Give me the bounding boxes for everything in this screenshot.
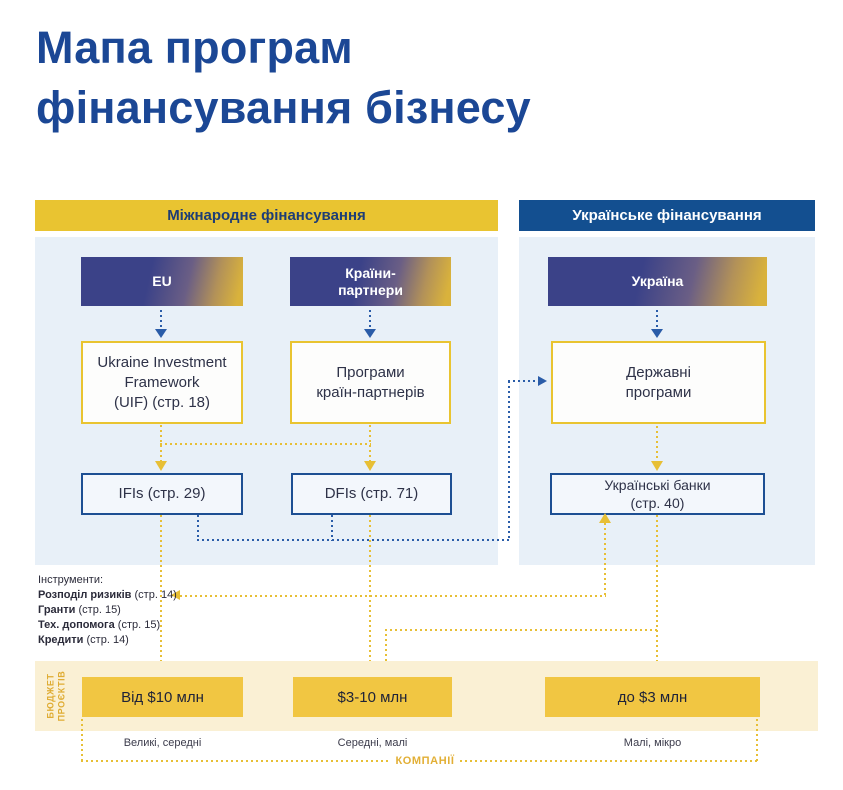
instrument-name: Тех. допомога: [38, 619, 115, 631]
connector-dfis-down-line: [331, 515, 333, 541]
connector-ifis-down-line: [197, 515, 199, 541]
connector-programs-dfis-arrow: [364, 461, 376, 471]
instrument-page: (стр. 14): [134, 589, 177, 601]
instrument-item: Кредити (стр. 14): [38, 633, 248, 648]
connector-companies-right-horizontal: [460, 760, 758, 762]
instrument-item: Гранти (стр. 15): [38, 603, 248, 618]
diagram-title: Мапа програм фінансування бізнесу: [36, 22, 531, 133]
connector-companies-left-vertical: [81, 719, 83, 762]
program-box-uif: Ukraine Investment Framework (UIF) (стр.…: [81, 341, 243, 424]
budget-box-large: Від $10 млн: [82, 677, 243, 717]
connector-banks-up-arrow: [599, 513, 611, 523]
instrument-item: Тех. допомога (стр. 15): [38, 618, 248, 633]
connector-banks-budget-small-line: [656, 515, 658, 663]
instruments-list: Інструменти: Розподіл ризиків (стр. 14) …: [38, 573, 248, 648]
connector-ukraine-state-arrow: [651, 329, 663, 338]
connector-eu-uif-arrow: [155, 329, 167, 338]
connector-to-state-horizontal: [508, 380, 538, 382]
source-box-ukraine: Україна: [548, 257, 767, 306]
instrument-page: (стр. 14): [86, 634, 129, 646]
connector-to-state-vertical: [508, 381, 510, 541]
instrument-item: Розподіл ризиків (стр. 14): [38, 588, 248, 603]
section-header-ukrainian: Українське фінансування: [519, 200, 815, 231]
connector-eu-uif-line: [160, 310, 162, 329]
budget-box-small: до $3 млн: [545, 677, 760, 717]
program-box-partner-programs: Програми країн-партнерів: [290, 341, 451, 424]
connector-banks-instruments-horizontal: [180, 595, 606, 597]
connector-into-state-arrow: [538, 376, 547, 386]
instrument-name: Розподіл ризиків: [38, 589, 132, 601]
connector-state-banks-arrow: [651, 461, 663, 471]
companies-label: КОМПАНІЇ: [395, 755, 455, 767]
connector-companies-right-vertical: [756, 719, 758, 762]
connector-ukraine-state-line: [656, 310, 658, 329]
section-header-international: Міжнародне фінансування: [35, 200, 498, 231]
connector-uif-programs-horizontal: [160, 443, 371, 445]
connector-dfis-budget-line: [369, 515, 371, 663]
connector-ifis-budget-line: [160, 515, 162, 663]
connector-banks-budget-mid-horizontal: [385, 629, 658, 631]
connector-partners-programs-arrow: [364, 329, 376, 338]
program-box-state-programs: Державні програми: [551, 341, 766, 424]
connector-uif-ifis-arrow: [155, 461, 167, 471]
budget-axis-label: БЮДЖЕТ ПРОЄКТІВ: [45, 670, 66, 722]
institution-box-ifis: IFIs (стр. 29): [81, 473, 243, 515]
source-box-partners: Країни- партнери: [290, 257, 451, 306]
connector-state-banks-line: [656, 426, 658, 461]
institution-box-dfis: DFIs (стр. 71): [291, 473, 452, 515]
instrument-name: Кредити: [38, 634, 84, 646]
institution-box-banks: Українські банки (стр. 40): [550, 473, 765, 515]
source-box-eu: EU: [81, 257, 243, 306]
instruments-heading: Інструменти:: [38, 574, 104, 586]
instrument-page: (стр. 15): [78, 604, 121, 616]
connector-instruments-banks-vertical: [604, 523, 606, 595]
connector-partners-programs-line: [369, 310, 371, 329]
connector-ifis-dfis-horizontal: [197, 539, 510, 541]
connector-instruments-arrow: [171, 590, 180, 600]
budget-box-mid: $3-10 млн: [293, 677, 452, 717]
connector-companies-left-horizontal: [81, 760, 390, 762]
connector-budget-mid-vertical: [385, 629, 387, 663]
instrument-name: Гранти: [38, 604, 76, 616]
company-size-label-mid: Середні, малі: [337, 737, 408, 749]
instrument-page: (стр. 15): [117, 619, 161, 631]
company-size-label-small: Малі, мікро: [623, 737, 682, 749]
company-size-label-large: Великі, середні: [123, 737, 202, 749]
